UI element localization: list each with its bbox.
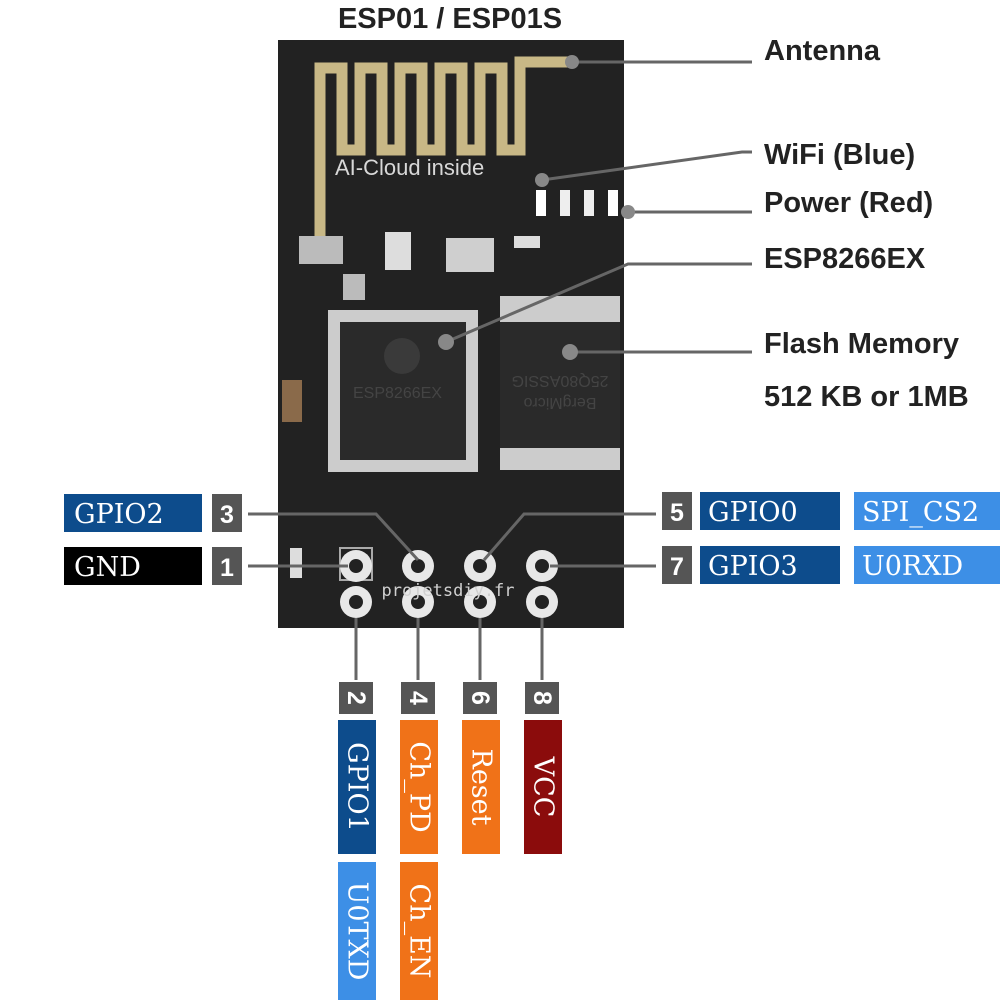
pin-header bbox=[339, 547, 558, 618]
u0txd-label: U0TXD bbox=[342, 882, 373, 981]
gpio2-label: GPIO2 bbox=[74, 499, 164, 530]
pin3-number: 3 bbox=[220, 501, 234, 529]
gnd-label-box bbox=[64, 547, 202, 585]
smd-part bbox=[299, 236, 343, 264]
pin7-number-box bbox=[662, 546, 692, 584]
smd-part bbox=[584, 190, 594, 216]
crystal bbox=[446, 238, 494, 272]
pin5-number-box bbox=[662, 492, 692, 530]
reset-label: Reset bbox=[466, 749, 497, 826]
esp-leader bbox=[445, 262, 752, 344]
flash-chip: BergMicro 25Q80ASSIG bbox=[500, 296, 620, 470]
wifi-led bbox=[536, 190, 546, 216]
power-led bbox=[608, 190, 618, 216]
esp-dot bbox=[438, 334, 454, 350]
smd-part bbox=[290, 548, 302, 578]
esp8266-chip: ESP8266EX bbox=[328, 310, 478, 472]
antenna-label-text: AI-Cloud inside bbox=[335, 155, 484, 180]
callout-flash-title: Flash Memory bbox=[764, 328, 959, 360]
power-dot bbox=[621, 205, 635, 219]
pin8-number: 8 bbox=[528, 691, 556, 705]
vcc-label-box bbox=[524, 720, 562, 854]
callout-power: Power (Red) bbox=[764, 187, 933, 219]
gpio3-label: GPIO3 bbox=[708, 551, 798, 582]
smd-part bbox=[560, 190, 570, 216]
gpio3-label-box bbox=[700, 546, 840, 584]
pin3-number-box bbox=[212, 494, 242, 532]
pin5-number: 5 bbox=[670, 499, 684, 527]
ch-en-label: Ch_EN bbox=[404, 884, 435, 979]
gpio1-label-box bbox=[338, 720, 376, 854]
vcc-label: VCC bbox=[528, 756, 559, 818]
callout-flash-size: 512 KB or 1MB bbox=[764, 381, 969, 413]
ch-pd-label-box bbox=[400, 720, 438, 854]
pin2-number: 2 bbox=[342, 691, 370, 705]
flash-dot bbox=[562, 344, 578, 360]
pin4-number-box bbox=[401, 682, 435, 714]
gpio0-label: GPIO0 bbox=[708, 497, 798, 528]
reset-label-box bbox=[462, 720, 500, 854]
spi-cs2-label-box bbox=[854, 492, 1000, 530]
diagram-title: ESP01 / ESP01S bbox=[338, 3, 562, 35]
wifi-leader bbox=[541, 150, 752, 182]
smd-part bbox=[343, 274, 365, 300]
u0rxd-label-box bbox=[854, 546, 1000, 584]
antenna-trace bbox=[314, 56, 572, 248]
esp-chip-text: ESP8266EX bbox=[353, 385, 442, 402]
pin3-leader bbox=[248, 512, 420, 562]
smd-part bbox=[385, 232, 411, 270]
flash-chip-code: 25Q80ASSIG bbox=[512, 372, 609, 389]
spi-cs2-label: SPI_CS2 bbox=[862, 497, 979, 528]
gnd-label: GND bbox=[74, 552, 141, 583]
pin7-number: 7 bbox=[670, 553, 684, 581]
ch-pd-label: Ch_PD bbox=[404, 741, 435, 832]
pin4-number: 4 bbox=[404, 691, 432, 705]
wifi-dot bbox=[535, 173, 549, 187]
callout-antenna: Antenna bbox=[764, 35, 881, 67]
pin6-number-box bbox=[463, 682, 497, 714]
pin2-number-box bbox=[339, 682, 373, 714]
ch-en-label-box bbox=[400, 862, 438, 1000]
smd-part bbox=[514, 236, 540, 248]
capacitor bbox=[282, 380, 302, 422]
silkscreen-text: projetsdiy.fr bbox=[381, 581, 514, 601]
gpio2-label-box bbox=[64, 494, 202, 532]
callout-esp8266: ESP8266EX bbox=[764, 243, 926, 275]
flash-chip-text: BergMicro bbox=[523, 394, 596, 411]
gpio0-label-box bbox=[700, 492, 840, 530]
gpio1-label: GPIO1 bbox=[342, 742, 373, 832]
pin1-number-box bbox=[212, 547, 242, 585]
pin8-number-box bbox=[525, 682, 559, 714]
pin5-leader bbox=[482, 512, 656, 561]
callout-wifi: WiFi (Blue) bbox=[764, 139, 915, 171]
u0rxd-label: U0RXD bbox=[862, 551, 963, 582]
pin6-number: 6 bbox=[466, 691, 494, 705]
pin1-number: 1 bbox=[220, 554, 234, 582]
u0txd-label-box bbox=[338, 862, 376, 1000]
antenna-dot bbox=[565, 55, 579, 69]
